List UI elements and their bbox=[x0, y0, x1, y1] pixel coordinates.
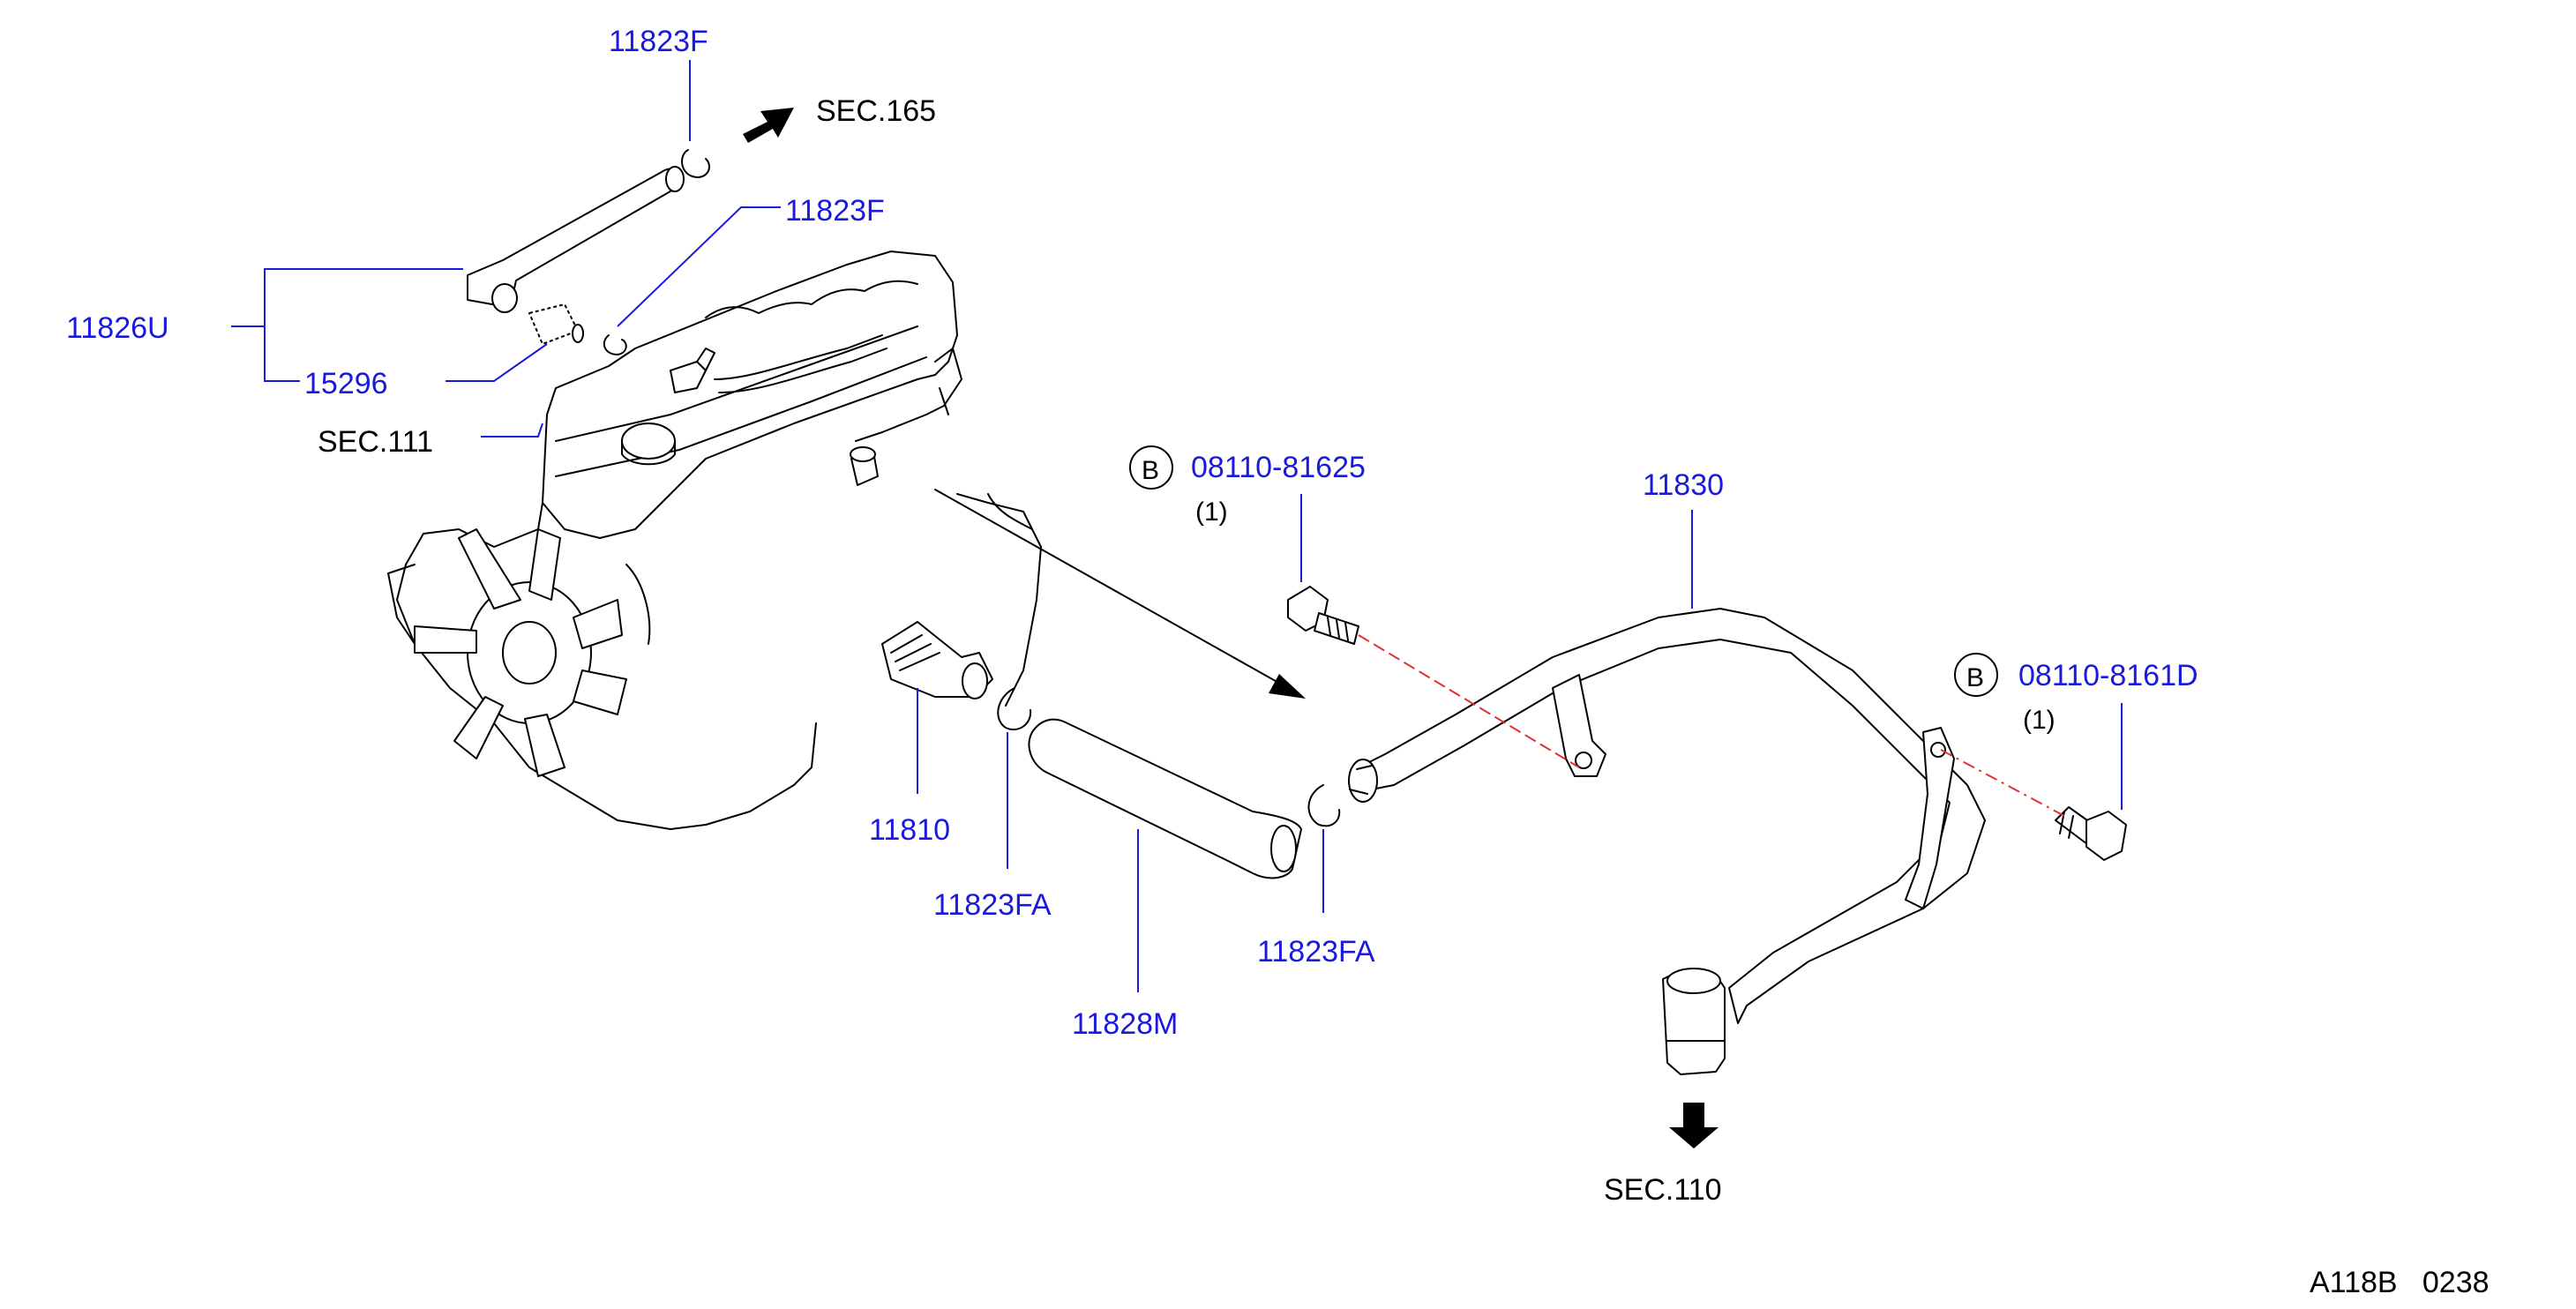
clamp-11823FA-right[interactable] bbox=[1307, 784, 1341, 827]
label-08110-8161D[interactable]: 08110-8161D bbox=[2018, 659, 2198, 692]
label-11810[interactable]: 11810 bbox=[869, 813, 950, 847]
label-08110-81625[interactable]: 08110-81625 bbox=[1191, 451, 1366, 484]
bolt-08110-8161D[interactable] bbox=[2055, 806, 2127, 861]
connector-11810[interactable] bbox=[881, 621, 993, 699]
svg-text:B: B bbox=[1966, 663, 1984, 692]
ref-sec165[interactable]: SEC.165 bbox=[816, 94, 936, 128]
engine-illustration bbox=[387, 251, 1042, 830]
label-11828M[interactable]: 11828M bbox=[1072, 1007, 1178, 1041]
fan bbox=[387, 528, 651, 777]
clamp-11823FA-left[interactable] bbox=[997, 687, 1032, 730]
centerline-bolt-right bbox=[1940, 749, 2065, 817]
centerline-bolt-left bbox=[1358, 634, 1580, 768]
label-11823F-mid[interactable]: 11823F bbox=[785, 194, 885, 228]
hose-11826U[interactable] bbox=[467, 166, 685, 313]
label-11823F-top[interactable]: 11823F bbox=[609, 25, 708, 58]
ref-sec110[interactable]: SEC.110 bbox=[1604, 1173, 1722, 1207]
label-11830[interactable]: 11830 bbox=[1643, 468, 1724, 502]
label-11823FA-right[interactable]: 11823FA bbox=[1257, 935, 1375, 969]
bolt-badge-left: B bbox=[1129, 445, 1173, 490]
hose-11828M[interactable] bbox=[1028, 718, 1302, 879]
leader-lines bbox=[231, 60, 2123, 992]
diagram-code: A118B 0238 bbox=[2310, 1266, 2490, 1299]
arrow-sec165-icon bbox=[743, 108, 794, 143]
bolt-08110-81625[interactable] bbox=[1287, 586, 1359, 645]
clamp-11823F-top[interactable] bbox=[681, 149, 710, 178]
clamp-11823F-mid[interactable] bbox=[603, 334, 627, 355]
svg-text:B: B bbox=[1142, 456, 1159, 485]
label-11826U[interactable]: 11826U bbox=[66, 311, 169, 345]
assembly-direction-arrow bbox=[934, 489, 1306, 699]
arrow-sec110-icon bbox=[1669, 1103, 1719, 1148]
bolt-badge-right: B bbox=[1954, 653, 1998, 697]
label-11823FA-left[interactable]: 11823FA bbox=[933, 888, 1052, 922]
label-15296[interactable]: 15296 bbox=[304, 367, 388, 400]
qty-08110-81625: (1) bbox=[1195, 497, 1228, 527]
pcv-valve-15296[interactable] bbox=[528, 303, 584, 345]
tube-11830[interactable] bbox=[1348, 608, 1986, 1075]
qty-08110-8161D: (1) bbox=[2023, 706, 2056, 735]
ref-sec111[interactable]: SEC.111 bbox=[318, 425, 433, 459]
